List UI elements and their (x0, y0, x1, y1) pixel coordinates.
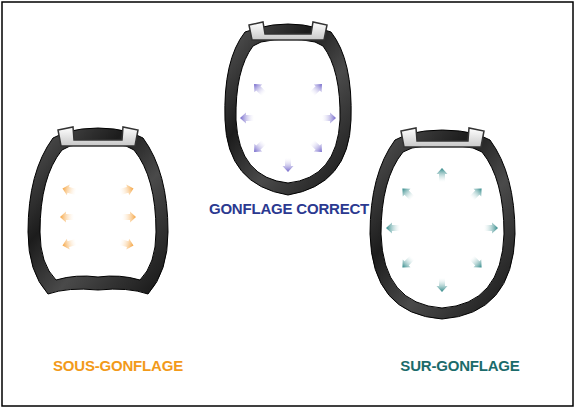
inflation-label: SUR-GONFLAGE (400, 357, 519, 375)
inflation-label: GONFLAGE CORRECT (209, 200, 369, 218)
inflation-label: SOUS-GONFLAGE (53, 357, 183, 375)
